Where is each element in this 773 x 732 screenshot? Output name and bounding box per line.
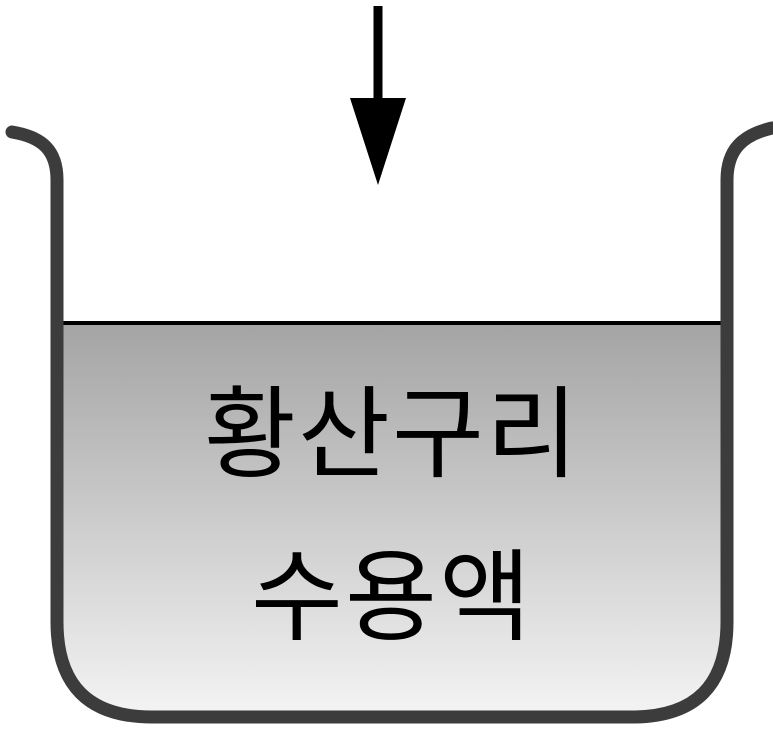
solution-liquid — [62, 323, 722, 712]
beaker-outline — [5, 121, 773, 724]
arrow-head — [350, 98, 406, 185]
solution-label-line1: 황산구리 — [204, 376, 580, 493]
down-arrow-icon — [350, 6, 406, 185]
solution-label-line2: 수용액 — [251, 539, 533, 656]
